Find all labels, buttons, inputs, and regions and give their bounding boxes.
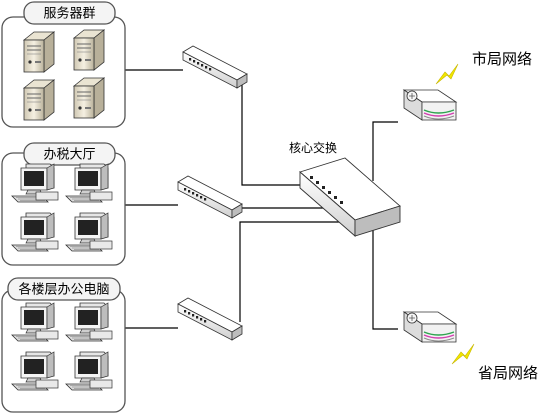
group-title-servers: 服务器群 (43, 6, 95, 22)
link-switch3-core (239, 221, 350, 322)
link-core-province-router (372, 230, 398, 330)
network-label-city: 市局网络 (472, 50, 532, 68)
group-panel-servers: 服务器群 (1, 1, 126, 128)
router-icon (403, 311, 457, 343)
access-switch-icon (177, 175, 243, 219)
lightning-icon (435, 63, 459, 85)
network-label-province: 省局网络 (478, 364, 538, 382)
access-switch-icon (182, 45, 248, 89)
group-panel-hall: 办税大厅 (1, 142, 126, 266)
server-icon (23, 31, 55, 73)
link-switch1-core (241, 78, 302, 186)
lightning-icon (451, 343, 475, 365)
core-switch-label: 核心交换 (289, 140, 337, 155)
server-icon (73, 29, 105, 71)
group-title-floors: 各楼层办公电脑 (18, 282, 109, 298)
group-panel-floors: 各楼层办公电脑 (1, 277, 126, 413)
link-core-city-router (372, 121, 398, 181)
link-lines (125, 69, 398, 330)
group-title-hall: 办税大厅 (43, 148, 95, 163)
access-switch-icon (177, 297, 243, 341)
core-switch-icon (299, 157, 401, 237)
server-icon (23, 79, 55, 121)
server-icon (73, 77, 105, 119)
router-icon (403, 89, 457, 121)
